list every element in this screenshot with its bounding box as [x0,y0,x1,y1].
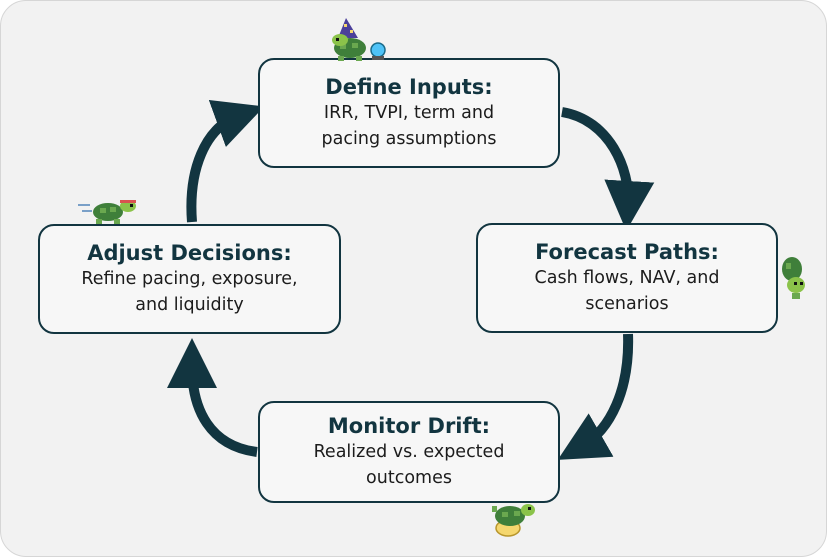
node-description: Refine pacing, exposure, and liquidity [81,269,298,315]
node-title: Adjust Decisions: [87,241,292,265]
running-turtle-icon [78,200,136,224]
node-adjust-decisions: Adjust Decisions: Refine pacing, exposur… [38,224,341,334]
node-title: Define Inputs: [325,75,493,99]
flipped-turtle-icon [492,504,535,537]
node-description: Cash flows, NAV, and scenarios [534,268,720,314]
arrow-monitor-to-adjust [167,338,258,457]
node-forecast-paths: Forecast Paths: Cash flows, NAV, and sce… [476,223,778,333]
node-title: Forecast Paths: [535,240,719,264]
node-description: IRR, TVPI, term and pacing assumptions [321,103,497,149]
node-define-inputs: Define Inputs: IRR, TVPI, term and pacin… [258,58,560,168]
node-description: Realized vs. expected outcomes [313,442,505,488]
wizard-turtle-icon [332,18,386,61]
arrow-forecast-to-monitor [557,333,634,460]
node-monitor-drift: Monitor Drift: Realized vs. expected out… [258,401,560,503]
arrow-define-to-forecast [560,107,655,231]
node-title: Monitor Drift: [327,414,491,438]
peeking-turtle-icon [782,257,805,299]
arrow-adjust-to-define [186,100,265,223]
